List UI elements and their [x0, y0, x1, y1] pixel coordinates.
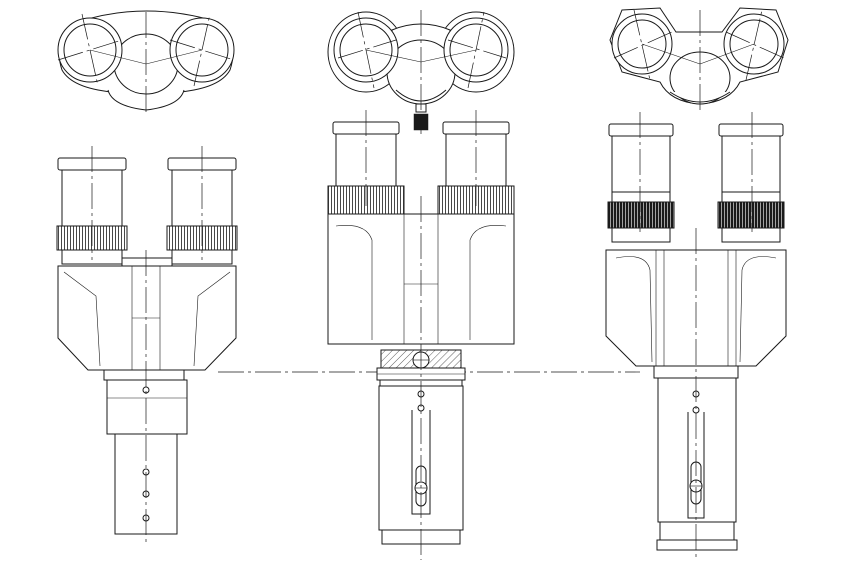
view-b	[327, 10, 515, 560]
view-a-top-plan	[57, 10, 235, 112]
view-c-top-plan	[609, 7, 789, 112]
view-c	[605, 7, 789, 560]
view-c-front	[605, 112, 787, 560]
view-b-front	[327, 110, 515, 560]
view-b-top-plan	[327, 10, 515, 134]
view-a	[56, 10, 238, 546]
view-a-front	[56, 146, 238, 546]
